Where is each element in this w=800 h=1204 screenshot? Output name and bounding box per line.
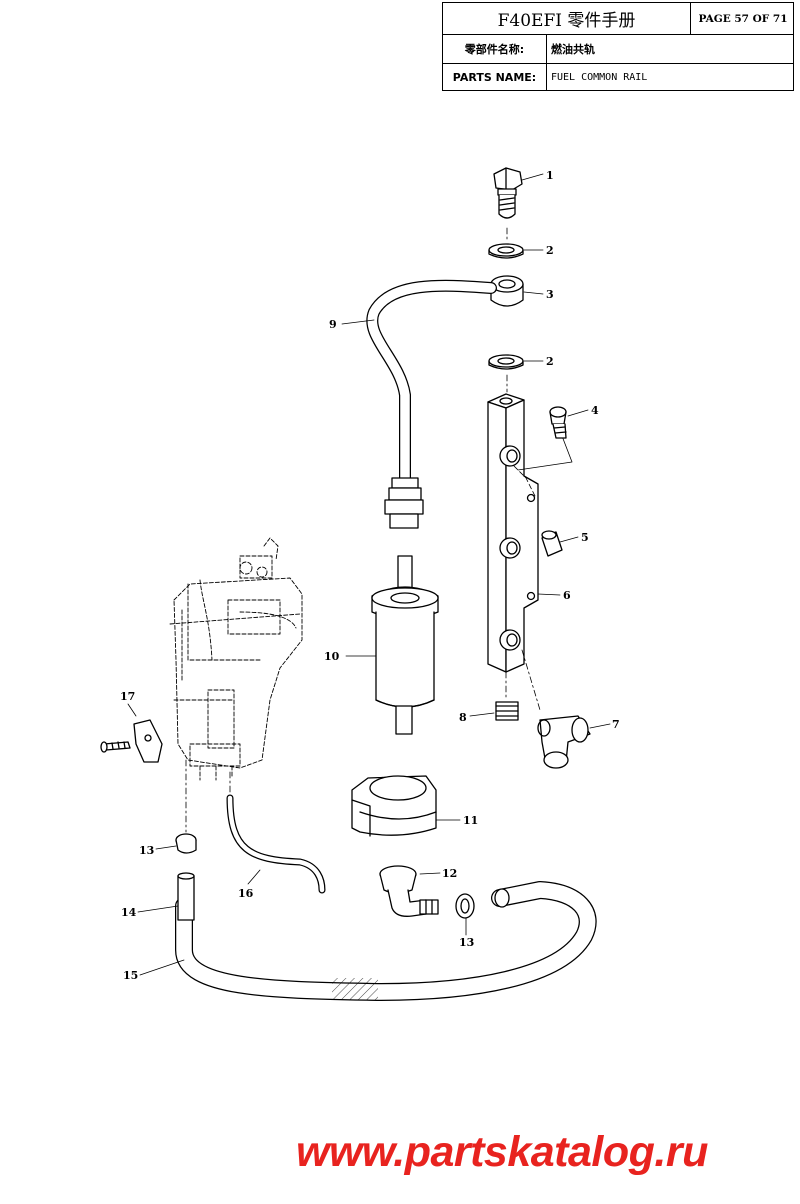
callout-3: 3 bbox=[546, 288, 554, 301]
hose-end-fitting bbox=[177, 872, 195, 921]
callout-8: 8 bbox=[459, 711, 467, 724]
hose-clamp-left bbox=[175, 759, 197, 854]
callout-10: 10 bbox=[324, 650, 340, 663]
hose-clamp-right bbox=[455, 893, 475, 936]
fuel-hose-lower bbox=[175, 881, 597, 1001]
title-row: F40EFI 零件手册 PAGE 57 OF 71 bbox=[443, 3, 793, 35]
callout-numbers: 1 2 3 2 4 5 6 7 8 9 10 11 12 13 13 14 15… bbox=[120, 169, 620, 982]
callout-14: 14 bbox=[121, 906, 137, 919]
callout-1: 1 bbox=[546, 169, 554, 182]
callout-16: 16 bbox=[238, 887, 254, 900]
callout-13-right: 13 bbox=[459, 936, 474, 949]
title-block: F40EFI 零件手册 PAGE 57 OF 71 零部件名称: 燃油共轨 PA… bbox=[442, 2, 794, 91]
callout-2-lower: 2 bbox=[546, 355, 554, 368]
sealing-washer-lower bbox=[488, 354, 524, 393]
callout-2-upper: 2 bbox=[546, 244, 554, 257]
parts-name-en-value: FUEL COMMON RAIL bbox=[551, 71, 648, 83]
rail-plug bbox=[495, 701, 519, 721]
parts-name-cn-label: 零部件名称: bbox=[443, 35, 547, 63]
watermark: www.partskatalog.ru bbox=[296, 1128, 708, 1176]
callout-9: 9 bbox=[329, 318, 337, 331]
mounting-bracket bbox=[100, 719, 163, 763]
rail-spacer bbox=[541, 530, 563, 557]
callout-15: 15 bbox=[123, 969, 138, 982]
fuel-hose-upper bbox=[366, 279, 497, 529]
callout-12: 12 bbox=[442, 867, 457, 880]
callout-7: 7 bbox=[612, 718, 620, 731]
callout-11: 11 bbox=[463, 814, 478, 827]
leader-lines bbox=[127, 173, 611, 976]
manual-title: F40EFI 零件手册 bbox=[443, 3, 691, 34]
elbow-fitting bbox=[537, 715, 591, 769]
parts-name-cn-row: 零部件名称: 燃油共轨 bbox=[443, 35, 793, 64]
vapor-separator-assembly bbox=[169, 537, 303, 781]
callout-4: 4 bbox=[591, 404, 599, 417]
fuel-filter bbox=[371, 555, 439, 735]
banjo-bolt bbox=[493, 167, 523, 241]
rail-screw bbox=[549, 406, 567, 439]
drain-hose bbox=[226, 771, 326, 894]
parts-name-cn-value: 燃油共轨 bbox=[551, 43, 595, 56]
banjo-fitting bbox=[490, 275, 524, 307]
parts-name-en-label: PARTS NAME: bbox=[443, 64, 547, 90]
page-number: PAGE 57 OF 71 bbox=[698, 12, 788, 25]
callout-13-left: 13 bbox=[139, 844, 154, 857]
callout-5: 5 bbox=[581, 531, 589, 544]
filter-bracket bbox=[351, 775, 437, 837]
callout-6: 6 bbox=[563, 589, 571, 602]
parts-name-en-row: PARTS NAME: FUEL COMMON RAIL bbox=[443, 64, 793, 90]
sealing-washer-upper bbox=[488, 243, 524, 259]
callout-17: 17 bbox=[120, 690, 135, 703]
fuel-rail bbox=[487, 393, 573, 711]
hose-connector-elbow bbox=[379, 865, 439, 917]
